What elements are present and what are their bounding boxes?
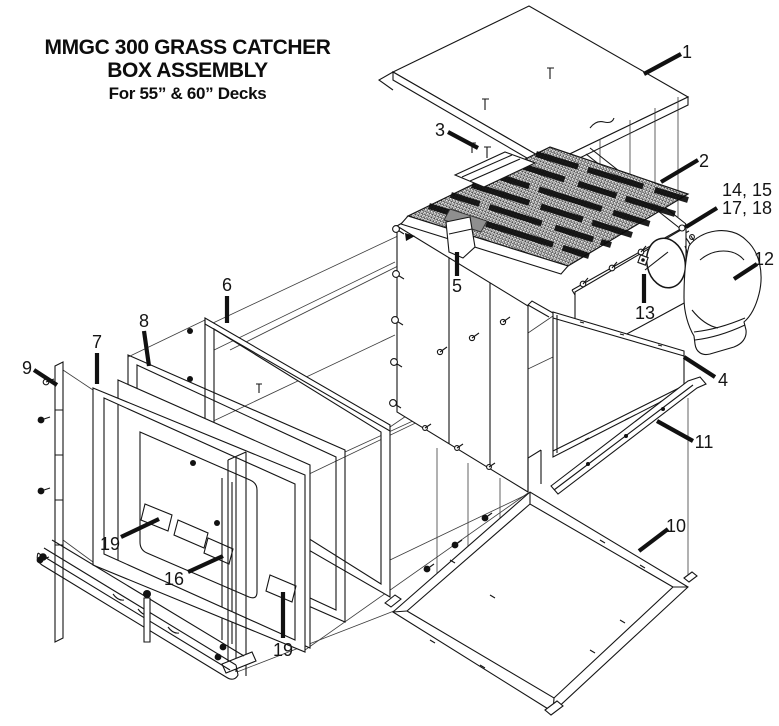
part-side-seal-strip — [36, 361, 64, 643]
part-screen-latch — [453, 142, 537, 188]
callout-label-5: 5 — [452, 276, 462, 296]
bolt-icon — [36, 378, 55, 564]
screw-icon — [389, 225, 405, 409]
bolt-icon — [423, 512, 493, 573]
part-lid-cover — [377, 5, 690, 217]
callout-label-9: 9 — [22, 358, 32, 378]
callout-label-19b: 19 — [273, 640, 293, 660]
callout-leader-lines — [32, 52, 759, 638]
callout-label-8: 8 — [139, 311, 149, 331]
callout-label-14-15: 14, 15 — [722, 180, 772, 200]
long-bolt-icon — [143, 590, 151, 643]
screw-icon — [436, 316, 511, 356]
part-bottom-pan — [384, 491, 698, 716]
lid-bolt-pin — [482, 67, 554, 158]
callout-label-10: 10 — [666, 516, 686, 536]
part-front-door-frame — [92, 387, 306, 653]
door-bottom-tray — [36, 539, 245, 680]
callout-label-11: 11 — [695, 432, 714, 452]
box-left-wall — [389, 225, 542, 493]
part-mesh-screen — [400, 142, 690, 275]
title-block: MMGC 300 GRASS CATCHER BOX ASSEMBLY For … — [30, 36, 345, 104]
callout-label-6: 6 — [222, 275, 232, 295]
part-carriage-bolt — [637, 254, 649, 266]
callout-label-1: 1 — [682, 42, 692, 62]
part-side-rail — [550, 376, 707, 495]
callout-label-17-18: 17, 18 — [722, 198, 772, 218]
screw-icon — [422, 423, 496, 470]
part-wear-plate-left — [140, 503, 173, 532]
hardware-screw-icon — [579, 224, 695, 288]
callout-label-16: 16 — [164, 569, 184, 589]
callout-labels: 1 2 3 4 5 6 7 8 9 10 11 12 13 14, 15 17,… — [22, 42, 774, 660]
callout-label-12: 12 — [754, 249, 774, 269]
part-right-side-panel — [527, 300, 685, 458]
callout-label-3: 3 — [435, 120, 445, 140]
part-access-plate — [445, 216, 476, 259]
arrow-icon — [405, 233, 415, 241]
title-line-3: For 55” & 60” Decks — [108, 84, 267, 103]
callout-label-7: 7 — [92, 332, 102, 352]
callout-label-4: 4 — [718, 370, 728, 390]
part-latch-plate — [203, 537, 234, 565]
discharge-opening — [645, 237, 687, 289]
callout-label-13: 13 — [635, 303, 655, 323]
callout-label-19a: 19 — [100, 534, 120, 554]
door-panel — [117, 379, 311, 649]
title-line-2: BOX ASSEMBLY — [107, 59, 268, 82]
part-wear-plate-right — [265, 574, 297, 603]
callout-label-2: 2 — [699, 151, 709, 171]
title-line-1: MMGC 300 GRASS CATCHER — [44, 36, 331, 59]
part-discharge-elbow — [683, 230, 762, 356]
